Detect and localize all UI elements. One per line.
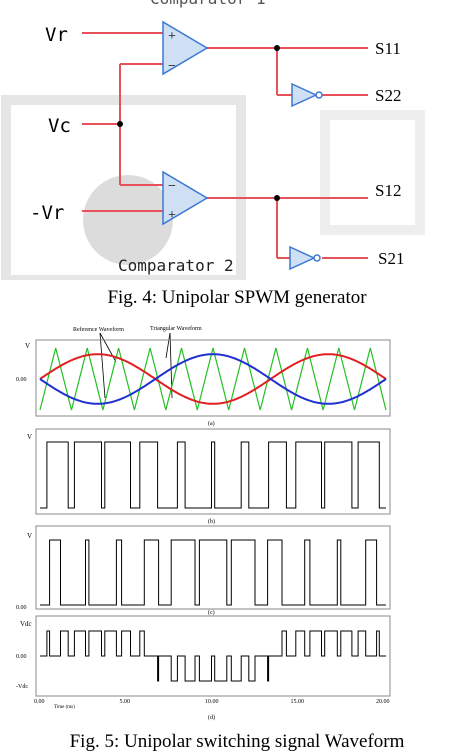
- input-vc-label: Vc: [48, 115, 71, 137]
- input-vr-label: Vr: [45, 24, 68, 46]
- panel-a-frame: [35, 339, 391, 417]
- panel-d-xlabel: Time (ms): [54, 705, 75, 710]
- figure-5-caption: Fig. 5: Unipolar switching signal Wavefo…: [69, 731, 405, 752]
- panel-b-sublabel: (b): [208, 518, 215, 525]
- panel-d-ylabel-top: Vdc: [20, 620, 32, 628]
- output-s12-label: S12: [375, 181, 401, 200]
- x-tick-label: 15.00: [291, 699, 305, 705]
- panel-c-ylabel: V: [27, 532, 32, 540]
- x-tick-label: 0.00: [34, 699, 45, 705]
- comparator-2: − +: [162, 170, 209, 226]
- wires: [82, 32, 368, 259]
- svg-text:−: −: [168, 179, 176, 194]
- triangular-waveform: [39, 347, 387, 411]
- svg-text:−: −: [168, 59, 176, 74]
- legend-arrow: [99, 332, 117, 363]
- panel-b-frame: [35, 428, 391, 515]
- panel-a-ytick-zero: 0.00: [16, 377, 27, 383]
- unipolar-output-d: [40, 630, 386, 682]
- svg-text:+: +: [168, 29, 176, 44]
- comparator-1: + −: [162, 20, 209, 76]
- input-neg-vr-label: -Vr: [30, 202, 64, 224]
- panel-b-ylabel: V: [27, 433, 32, 441]
- reference-waveform-positive: [39, 353, 387, 405]
- output-s22-label: S22: [375, 86, 401, 105]
- output-s11-label: S11: [375, 39, 401, 58]
- panel-d-frame: [35, 615, 391, 697]
- x-tick-label: 5.00: [120, 699, 131, 705]
- panel-c-ytick-zero: 0.00: [16, 605, 27, 611]
- svg-text:+: +: [168, 208, 176, 223]
- panel-a-sublabel: (a): [208, 420, 215, 427]
- figure-4-caption: Fig. 4: Unipolar SPWM generator: [107, 287, 367, 308]
- partial-title: Comparator 1: [150, 0, 266, 8]
- legend-reference: Reference Waveform: [73, 326, 124, 333]
- junction-node: [117, 121, 123, 127]
- output-s21-label: S21: [378, 249, 404, 268]
- bg-shape: [320, 110, 425, 235]
- switching-waveform-chart: Reference Waveform Triangular Waveform V…: [16, 325, 391, 721]
- legend-arrow: [165, 332, 171, 359]
- panel-c-sublabel: (c): [208, 609, 215, 616]
- panel-d-sublabel: (d): [208, 714, 215, 721]
- x-tick-label: 20.00: [376, 699, 390, 705]
- panel-d-ytick-zero: 0.00: [16, 654, 27, 660]
- comparator-2-label: Comparator 2: [118, 256, 234, 275]
- x-tick-label: 10.00: [205, 699, 219, 705]
- bg-frame: [1, 95, 246, 280]
- inverter-2: [289, 245, 321, 271]
- panel-a-ylabel: V: [25, 342, 30, 350]
- bg-circle: [83, 175, 173, 265]
- pwm-signal-b: [40, 441, 386, 509]
- panel-d-ylabel-bottom: -Vdc: [16, 684, 28, 690]
- panel-c-frame: [35, 525, 391, 610]
- legend-triangular: Triangular Waveform: [150, 325, 202, 332]
- inverter-1: [291, 82, 323, 108]
- reference-waveform-negative: [39, 353, 387, 405]
- junction-node: [274, 45, 280, 51]
- junction-node: [274, 195, 280, 201]
- panel-d-xticks: 0.00 5.00 10.00 15.00 20.00: [34, 699, 390, 705]
- spwm-generator-diagram: Comparator 1 + − − +: [1, 0, 425, 280]
- legend-arrow: [99, 332, 106, 399]
- pwm-signal-c: [40, 539, 386, 606]
